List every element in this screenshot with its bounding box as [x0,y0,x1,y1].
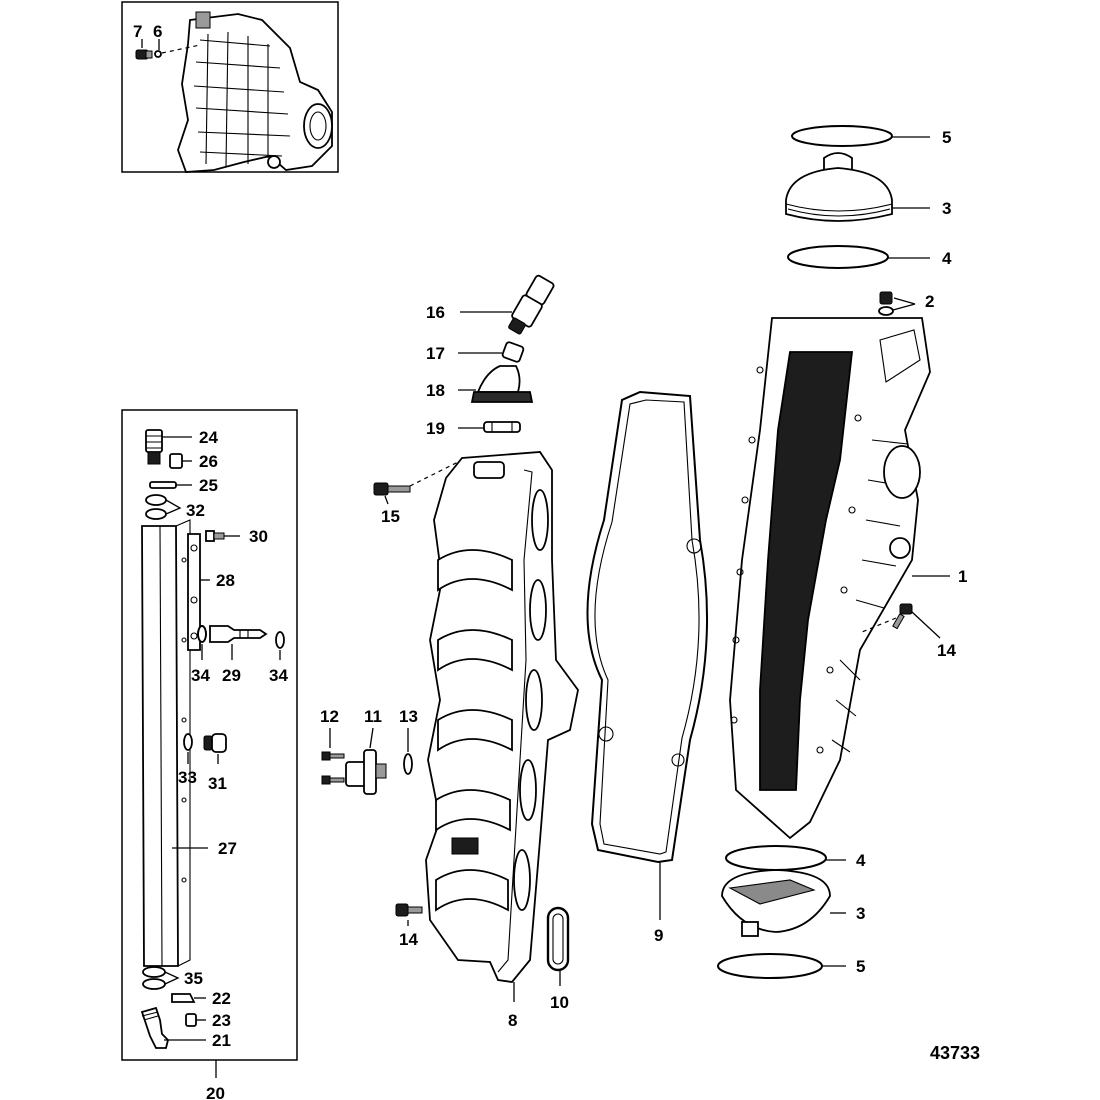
screw-14-manifold: 14 [395,903,423,949]
housing-bolt-holes [730,366,862,754]
callout-33: 33 [178,768,197,787]
callout-25: 25 [199,476,218,495]
clip-22: 22 [171,989,231,1008]
seal-10: 10 [546,906,570,1012]
o-rings-35: 35 [142,966,203,990]
callout-10: 10 [550,993,569,1012]
callout-16: 16 [426,303,445,322]
fitting-24: 24 [145,428,218,465]
bolt-15: 15 [373,459,463,526]
figure-id: 43733 [930,1043,980,1063]
callout-31: 31 [208,774,227,793]
screw-14-housing: 14 [861,603,956,660]
callout-27: 27 [218,839,237,858]
housing-1: 1 [729,317,967,840]
fuel-rail-27: 27 [141,519,237,967]
elbow-fitting-21: 21 [140,1006,231,1050]
callout-11: 11 [364,707,382,726]
boot-18: 18 [426,365,534,403]
callout-26: 26 [199,452,218,471]
callout-12: 12 [320,707,339,726]
callout-7: 7 [133,22,142,41]
callout-30: 30 [249,527,268,546]
fuel-rail-frame [121,409,298,1061]
callout-5-bottom: 5 [856,957,865,976]
callout-4-bottom: 4 [856,851,866,870]
clamp-19: 19 [426,419,521,438]
callout-23: 23 [212,1011,231,1030]
o-ring-4-top: 4 [787,245,952,269]
end-cap-3-bottom: 3 [721,869,865,937]
callout-2: 2 [925,292,934,311]
plug-and-seal-2: 2 [878,291,934,316]
o-ring-34-right: 34 [269,631,288,685]
callout-29: 29 [222,666,241,685]
callout-22: 22 [212,989,231,1008]
callout-3-top: 3 [942,199,951,218]
callout-9: 9 [654,926,663,945]
o-rings-32: 32 [145,494,205,520]
retaining-ring-5-bottom: 5 [717,953,865,979]
end-cap-3-top: 3 [785,152,951,222]
callout-6: 6 [153,22,162,41]
manifold-runners [435,549,513,912]
intake-manifold-8: 8 [425,451,579,1030]
inset-engine-block-illustration [177,11,333,173]
fuel-rail-assembly-20-panel: 20 24 26 25 32 [121,409,298,1100]
callout-32: 32 [186,501,205,520]
cap-26: 26 [169,452,218,471]
bracket-28: 28 [187,533,235,651]
callout-35: 35 [184,969,203,988]
inset-frame [121,1,339,173]
callout-34-right: 34 [269,666,288,685]
callout-21: 21 [212,1031,231,1050]
o-ring-34-left: 34 [191,625,210,685]
inset-plug-7-and-washer-6 [135,39,201,60]
callout-13: 13 [399,707,418,726]
plug-31: 31 [203,733,227,793]
callout-4-top: 4 [942,249,952,268]
callout-34-left: 34 [191,666,210,685]
callout-14-right: 14 [937,641,956,660]
manifold-ports [513,489,549,911]
sensor-16: 16 [426,274,555,335]
sensor-11: 11 [345,707,387,795]
grommet-17: 17 [426,341,525,363]
callout-19: 19 [426,419,445,438]
gasket-9: 9 [586,390,709,945]
inset-panel: 7 6 [121,1,339,173]
screw-30: 30 [205,527,268,546]
retaining-ring-5-top: 5 [791,125,951,147]
screws-12: 12 [320,707,345,785]
callout-18: 18 [426,381,445,400]
cap-23: 23 [185,1011,231,1030]
o-ring-13: 13 [399,707,418,775]
callout-5-top: 5 [942,128,951,147]
callout-24: 24 [199,428,218,447]
callout-8: 8 [508,1011,517,1030]
callout-17: 17 [426,344,445,363]
o-ring-4-bottom: 4 [725,845,866,871]
callout-20: 20 [206,1084,225,1100]
callout-15: 15 [381,507,400,526]
callout-28: 28 [216,571,235,590]
callout-1: 1 [958,567,967,586]
callout-3-bottom: 3 [856,904,865,923]
clip-25: 25 [149,476,218,495]
o-ring-33: 33 [178,733,197,787]
callout-14-left: 14 [399,930,418,949]
